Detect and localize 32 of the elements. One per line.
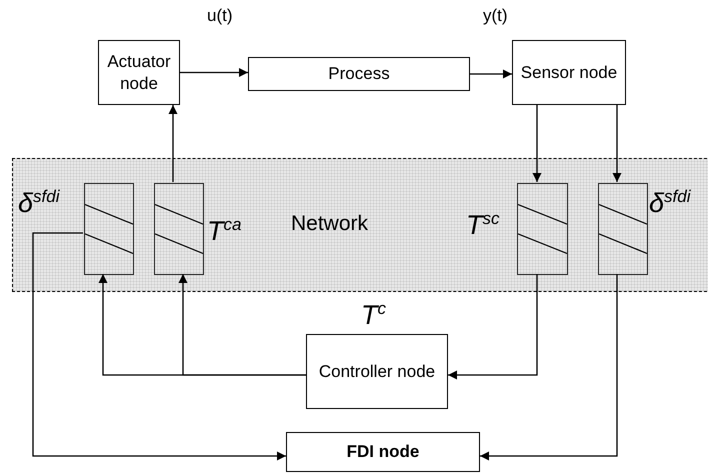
arrow: [480, 274, 618, 460]
delay-block: [598, 183, 648, 275]
delay-block: [517, 183, 568, 275]
arrow: [612, 105, 622, 182]
sensor-box: [512, 40, 626, 105]
arrow: [470, 70, 512, 78]
delay-block: [84, 183, 134, 275]
process-box: [248, 57, 470, 91]
arrow: [168, 105, 178, 182]
arrow: [180, 68, 248, 77]
delay-symbol: T$^{ca}$: [207, 216, 242, 245]
arrow: [178, 274, 306, 376]
node-label: Sensor node: [520, 62, 618, 84]
delay-block: [154, 183, 204, 275]
actuator-box: [98, 40, 180, 105]
node-label: Controller node: [318, 360, 436, 382]
signal-label: u(t): [207, 6, 232, 26]
arrow: [32, 232, 286, 460]
band-label: Network: [291, 212, 368, 236]
arrow: [532, 105, 542, 182]
controller-box: [306, 334, 448, 409]
fdi-box: [286, 432, 480, 472]
arrow: [448, 274, 538, 380]
delay-symbol: δ$^{sfdi}$: [649, 188, 690, 217]
node-label: Actuator node: [106, 51, 172, 94]
delay-symbol: T$^{c}$: [361, 300, 386, 329]
delay-symbol: T$^{sc}$: [466, 210, 500, 239]
node-label: FDI node: [346, 441, 420, 463]
delay-symbol: δ$^{sfdi}$: [18, 188, 60, 217]
network-band: [12, 158, 708, 292]
signal-label: y(t): [483, 6, 508, 26]
node-label: Process: [328, 63, 390, 85]
